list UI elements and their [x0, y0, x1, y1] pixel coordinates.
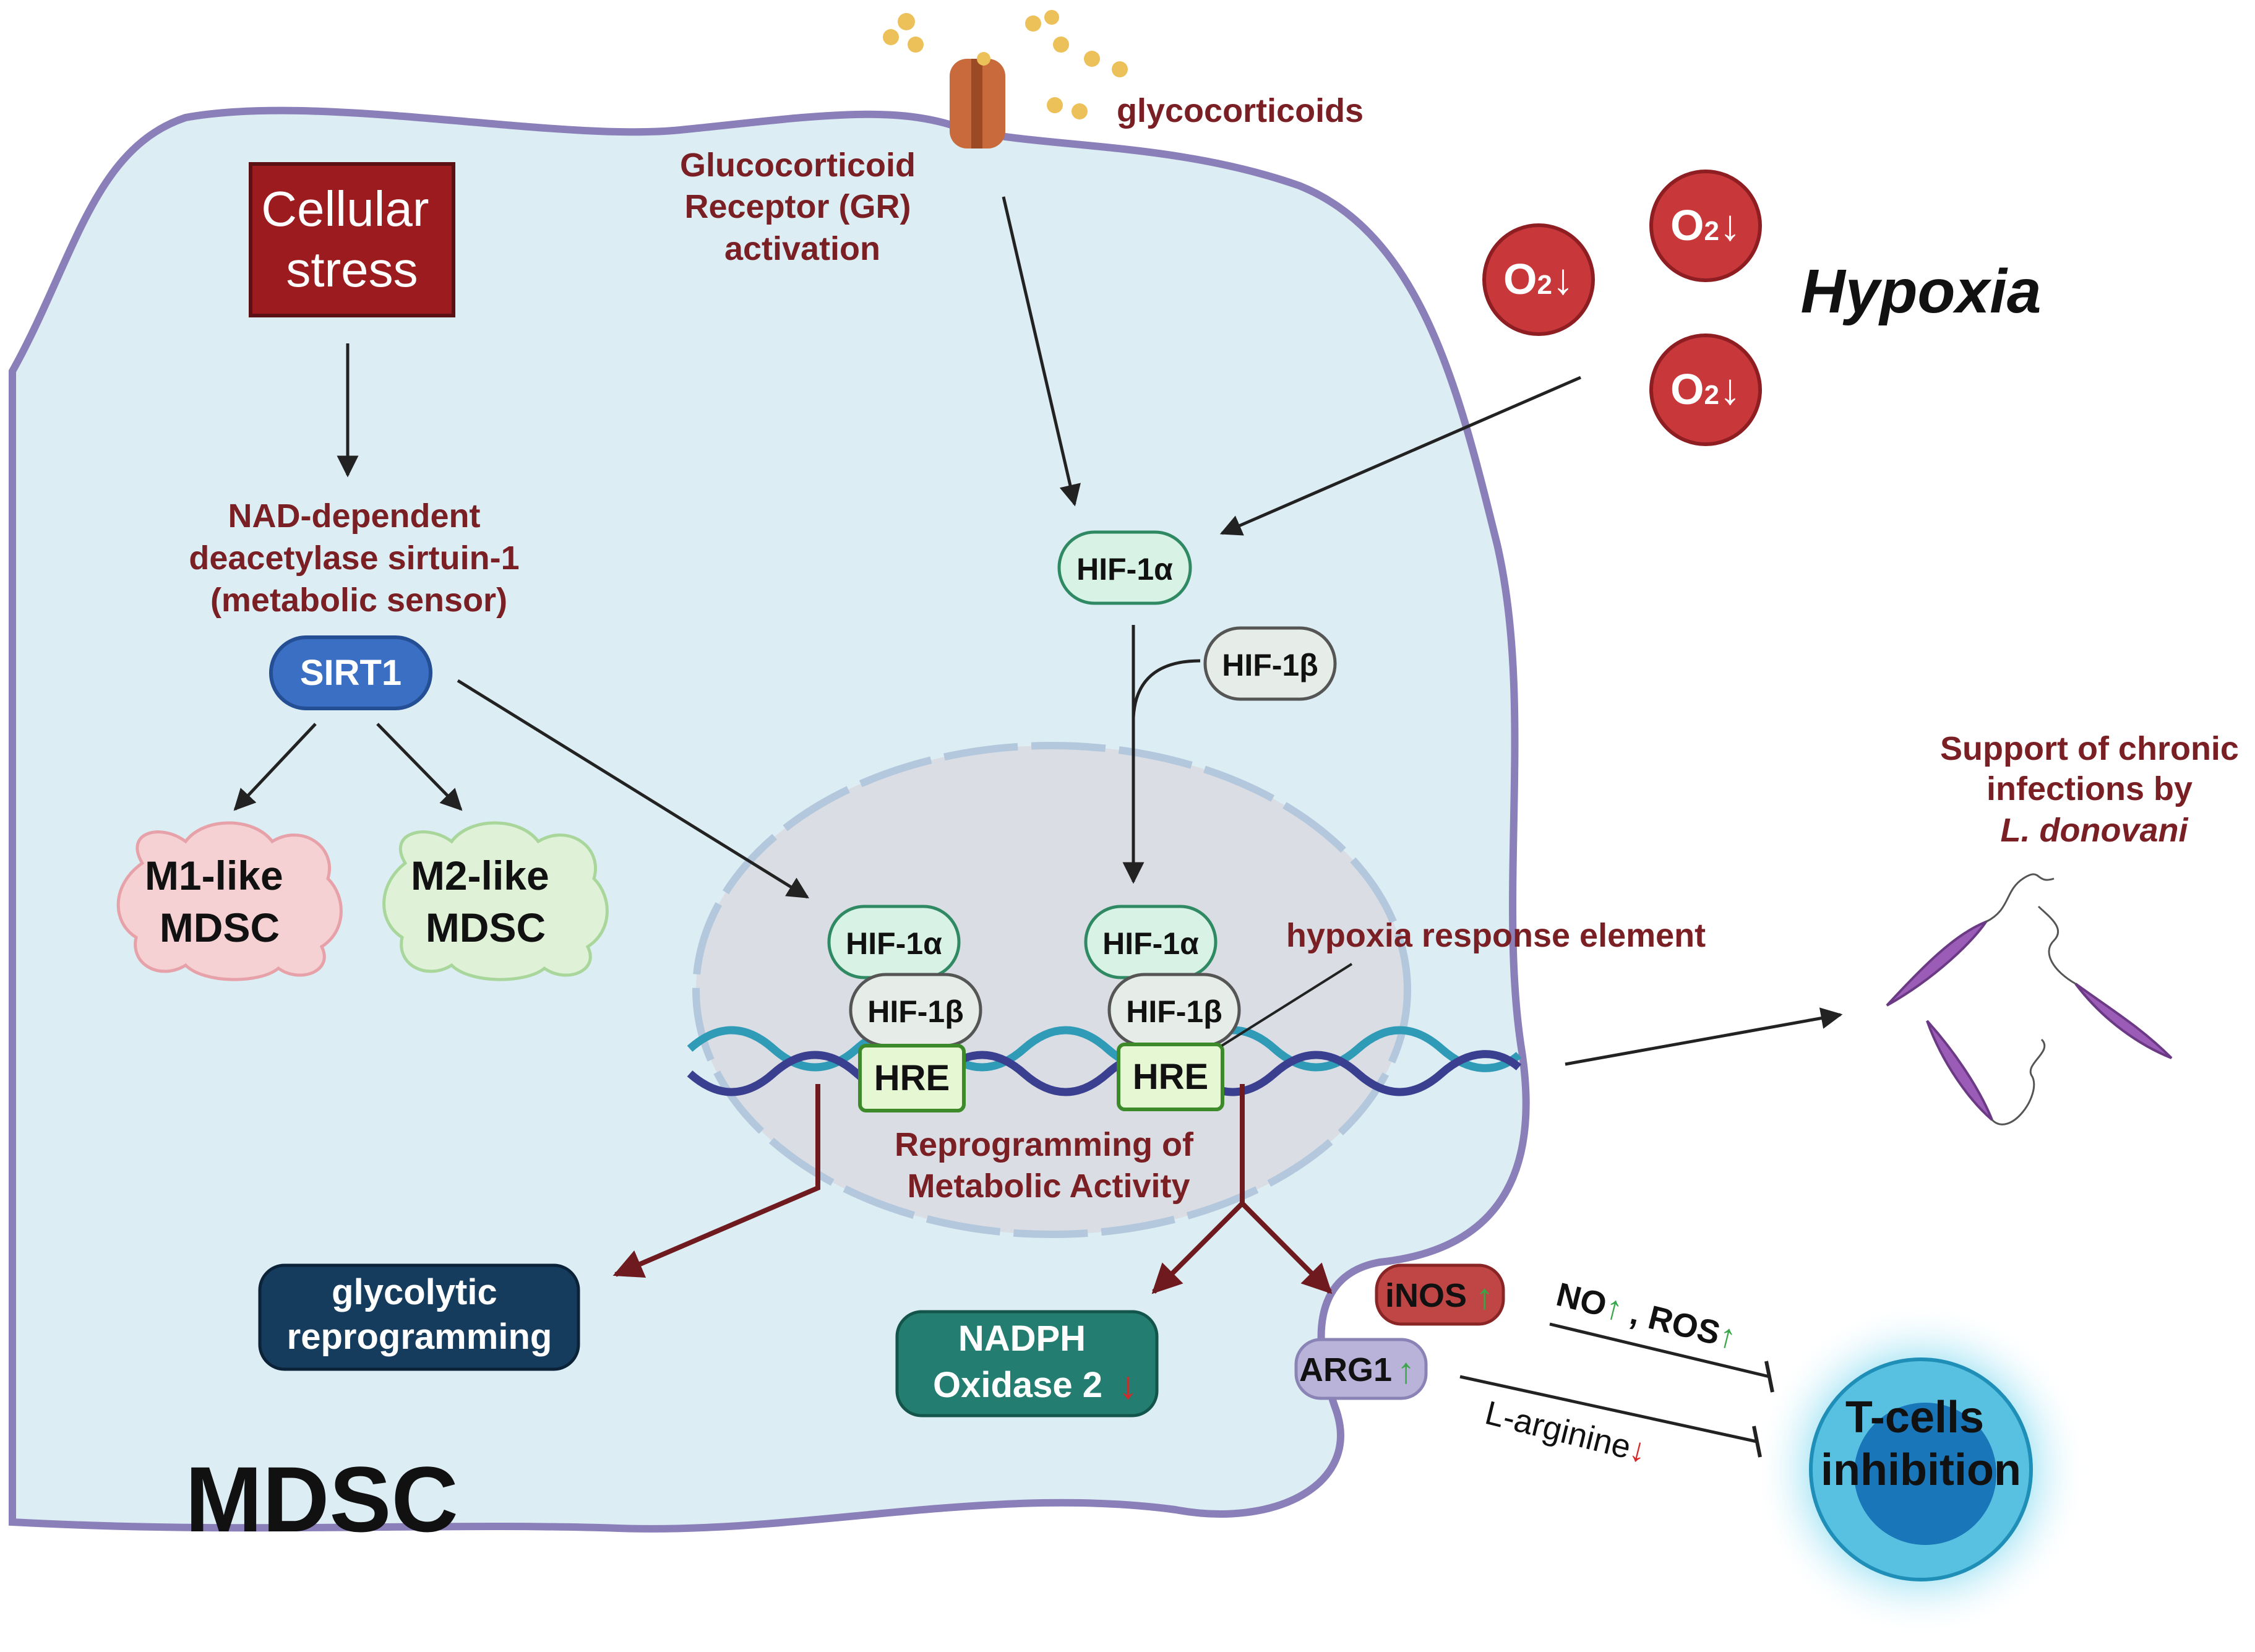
o2-molecule-icon: O2↓ [1482, 223, 1595, 336]
arg1-node: ARG1 ↑ [1294, 1338, 1428, 1400]
glucocorticoid-molecules-icon [883, 10, 1128, 119]
leishmania-parasite-icon [1926, 1020, 2046, 1125]
svg-text:HIF-1α: HIF-1α [846, 926, 942, 961]
svg-text:HIF-1β: HIF-1β [867, 994, 964, 1029]
hif1a-cytoplasm: HIF-1α [1057, 530, 1192, 605]
svg-text:HIF-1α: HIF-1α [1102, 926, 1199, 961]
no-ros-label: NO↑ , ROS↑ [1553, 1276, 1740, 1356]
svg-text:NO↑ , ROS↑: NO↑ , ROS↑ [1553, 1276, 1740, 1356]
svg-text:HRE: HRE [1133, 1057, 1208, 1097]
svg-text:M1-like MDSC: M1-like MDSC [145, 853, 294, 950]
svg-text:T-cells inhibition: T-cells inhibition [1821, 1393, 2021, 1495]
leishmania-parasite-icon [2037, 905, 2173, 1059]
dna-helix [687, 1026, 1522, 1096]
svg-text:NADPH Oxidase 2: NADPH Oxidase 2 [933, 1319, 1102, 1405]
hif-complex-left: HIF-1α HIF-1β HRE [827, 905, 982, 1112]
svg-text:HIF-1β: HIF-1β [1126, 994, 1222, 1029]
svg-text:HIF-1α: HIF-1α [1076, 552, 1173, 587]
glycolytic-reprogramming-box: glycolytic reprogramming [258, 1263, 580, 1371]
svg-text:O2↓: O2↓ [1670, 201, 1741, 249]
hypoxia-title: Hypoxia [1800, 257, 2041, 326]
svg-text:↓: ↓ [1119, 1364, 1138, 1407]
svg-text:L-arginine↓: L-arginine↓ [1482, 1394, 1651, 1470]
m2-like-mdsc: M2-like MDSC [382, 821, 609, 981]
leishmania-parasite-icon [1886, 873, 2055, 1007]
nadph-oxidase-box: NADPH Oxidase 2 ↓ [895, 1310, 1159, 1418]
m1-like-mdsc: M1-like MDSC [116, 821, 343, 981]
svg-text:↑: ↑ [1475, 1276, 1493, 1317]
svg-text:O2↓: O2↓ [1503, 255, 1574, 303]
infection-label: Support of chronic infections by L. dono… [1940, 730, 2248, 849]
hif1b-cytoplasm: HIF-1β [1203, 626, 1337, 701]
svg-text:HIF-1β: HIF-1β [1222, 648, 1318, 682]
o2-molecule-icon: O2↓ [1649, 170, 1762, 282]
arrows [233, 196, 1843, 1458]
gr-activation-label: Glucocorticoid Receptor (GR) activation [680, 147, 925, 267]
sirt1-description: NAD-dependent deacetylase sirtuin-1 (met… [189, 497, 528, 619]
t-cell: T-cells inhibition [1754, 1302, 2088, 1637]
svg-text:iNOS: iNOS [1385, 1277, 1467, 1314]
svg-text:glycolytic reprogramming: glycolytic reprogramming [287, 1272, 552, 1357]
reprogramming-label: Reprogramming of Metabolic Activity [895, 1126, 1203, 1205]
l-arginine-label: L-arginine↓ [1482, 1394, 1651, 1470]
hre-label: hypoxia response element [1286, 917, 1706, 954]
svg-text:↑: ↑ [1397, 1351, 1415, 1391]
svg-text:M2-like MDSC: M2-like MDSC [411, 853, 561, 950]
svg-text:ARG1: ARG1 [1299, 1351, 1392, 1388]
svg-text:O2↓: O2↓ [1670, 365, 1741, 413]
glucocorticoids-label: glycocorticoids [1117, 92, 1364, 129]
o2-molecule-icon: O2↓ [1649, 333, 1762, 446]
cellular-stress-box: Cellular stress [249, 162, 455, 317]
inos-node: iNOS ↑ [1375, 1263, 1505, 1326]
cell-label: MDSC [185, 1447, 458, 1551]
sirt1-node: SIRT1 [269, 635, 432, 710]
hif-complex-right: HIF-1α HIF-1β HRE [1084, 905, 1241, 1111]
svg-text:SIRT1: SIRT1 [300, 653, 402, 693]
svg-text:Cellular stress: Cellular stress [261, 181, 442, 297]
gr-receptor-icon [950, 59, 1005, 148]
svg-text:HRE: HRE [874, 1058, 950, 1098]
